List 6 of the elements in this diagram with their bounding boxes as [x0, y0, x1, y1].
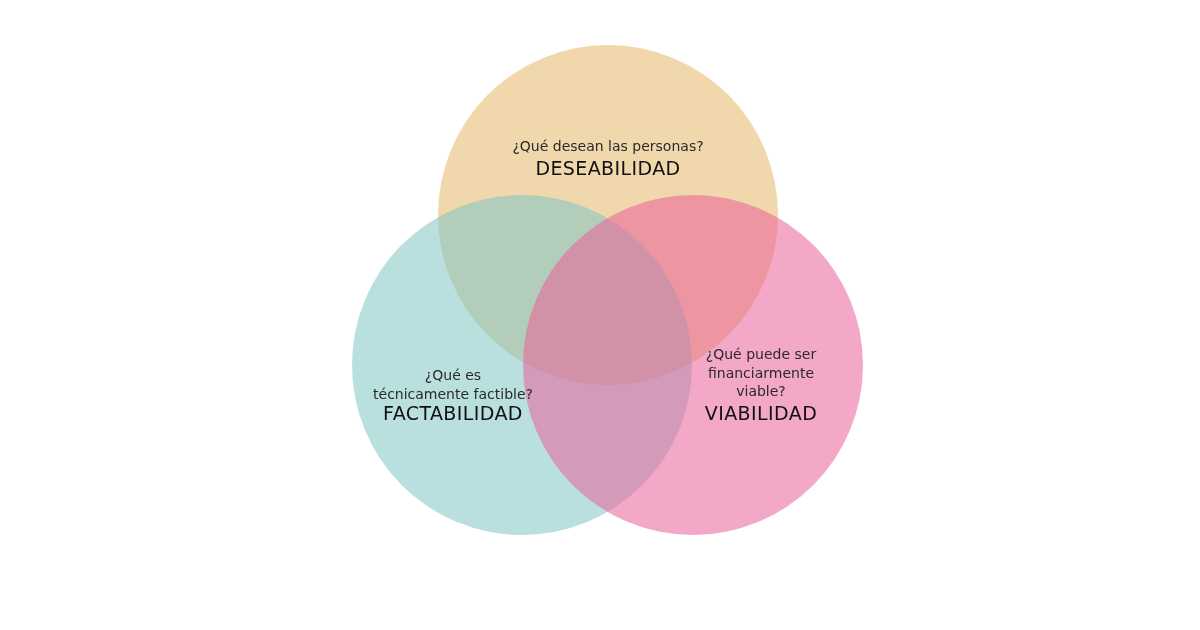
category-title: FACTABILIDAD	[382, 402, 524, 425]
question-text: ¿Qué desean las personas?	[511, 137, 705, 156]
question-text: ¿Qué es técnicamente factible?	[372, 366, 534, 403]
category-title: DESEABILIDAD	[534, 157, 682, 180]
category-title: VIABILIDAD	[703, 402, 819, 425]
question-text: ¿Qué puede ser financiarmente viable?	[704, 345, 818, 401]
